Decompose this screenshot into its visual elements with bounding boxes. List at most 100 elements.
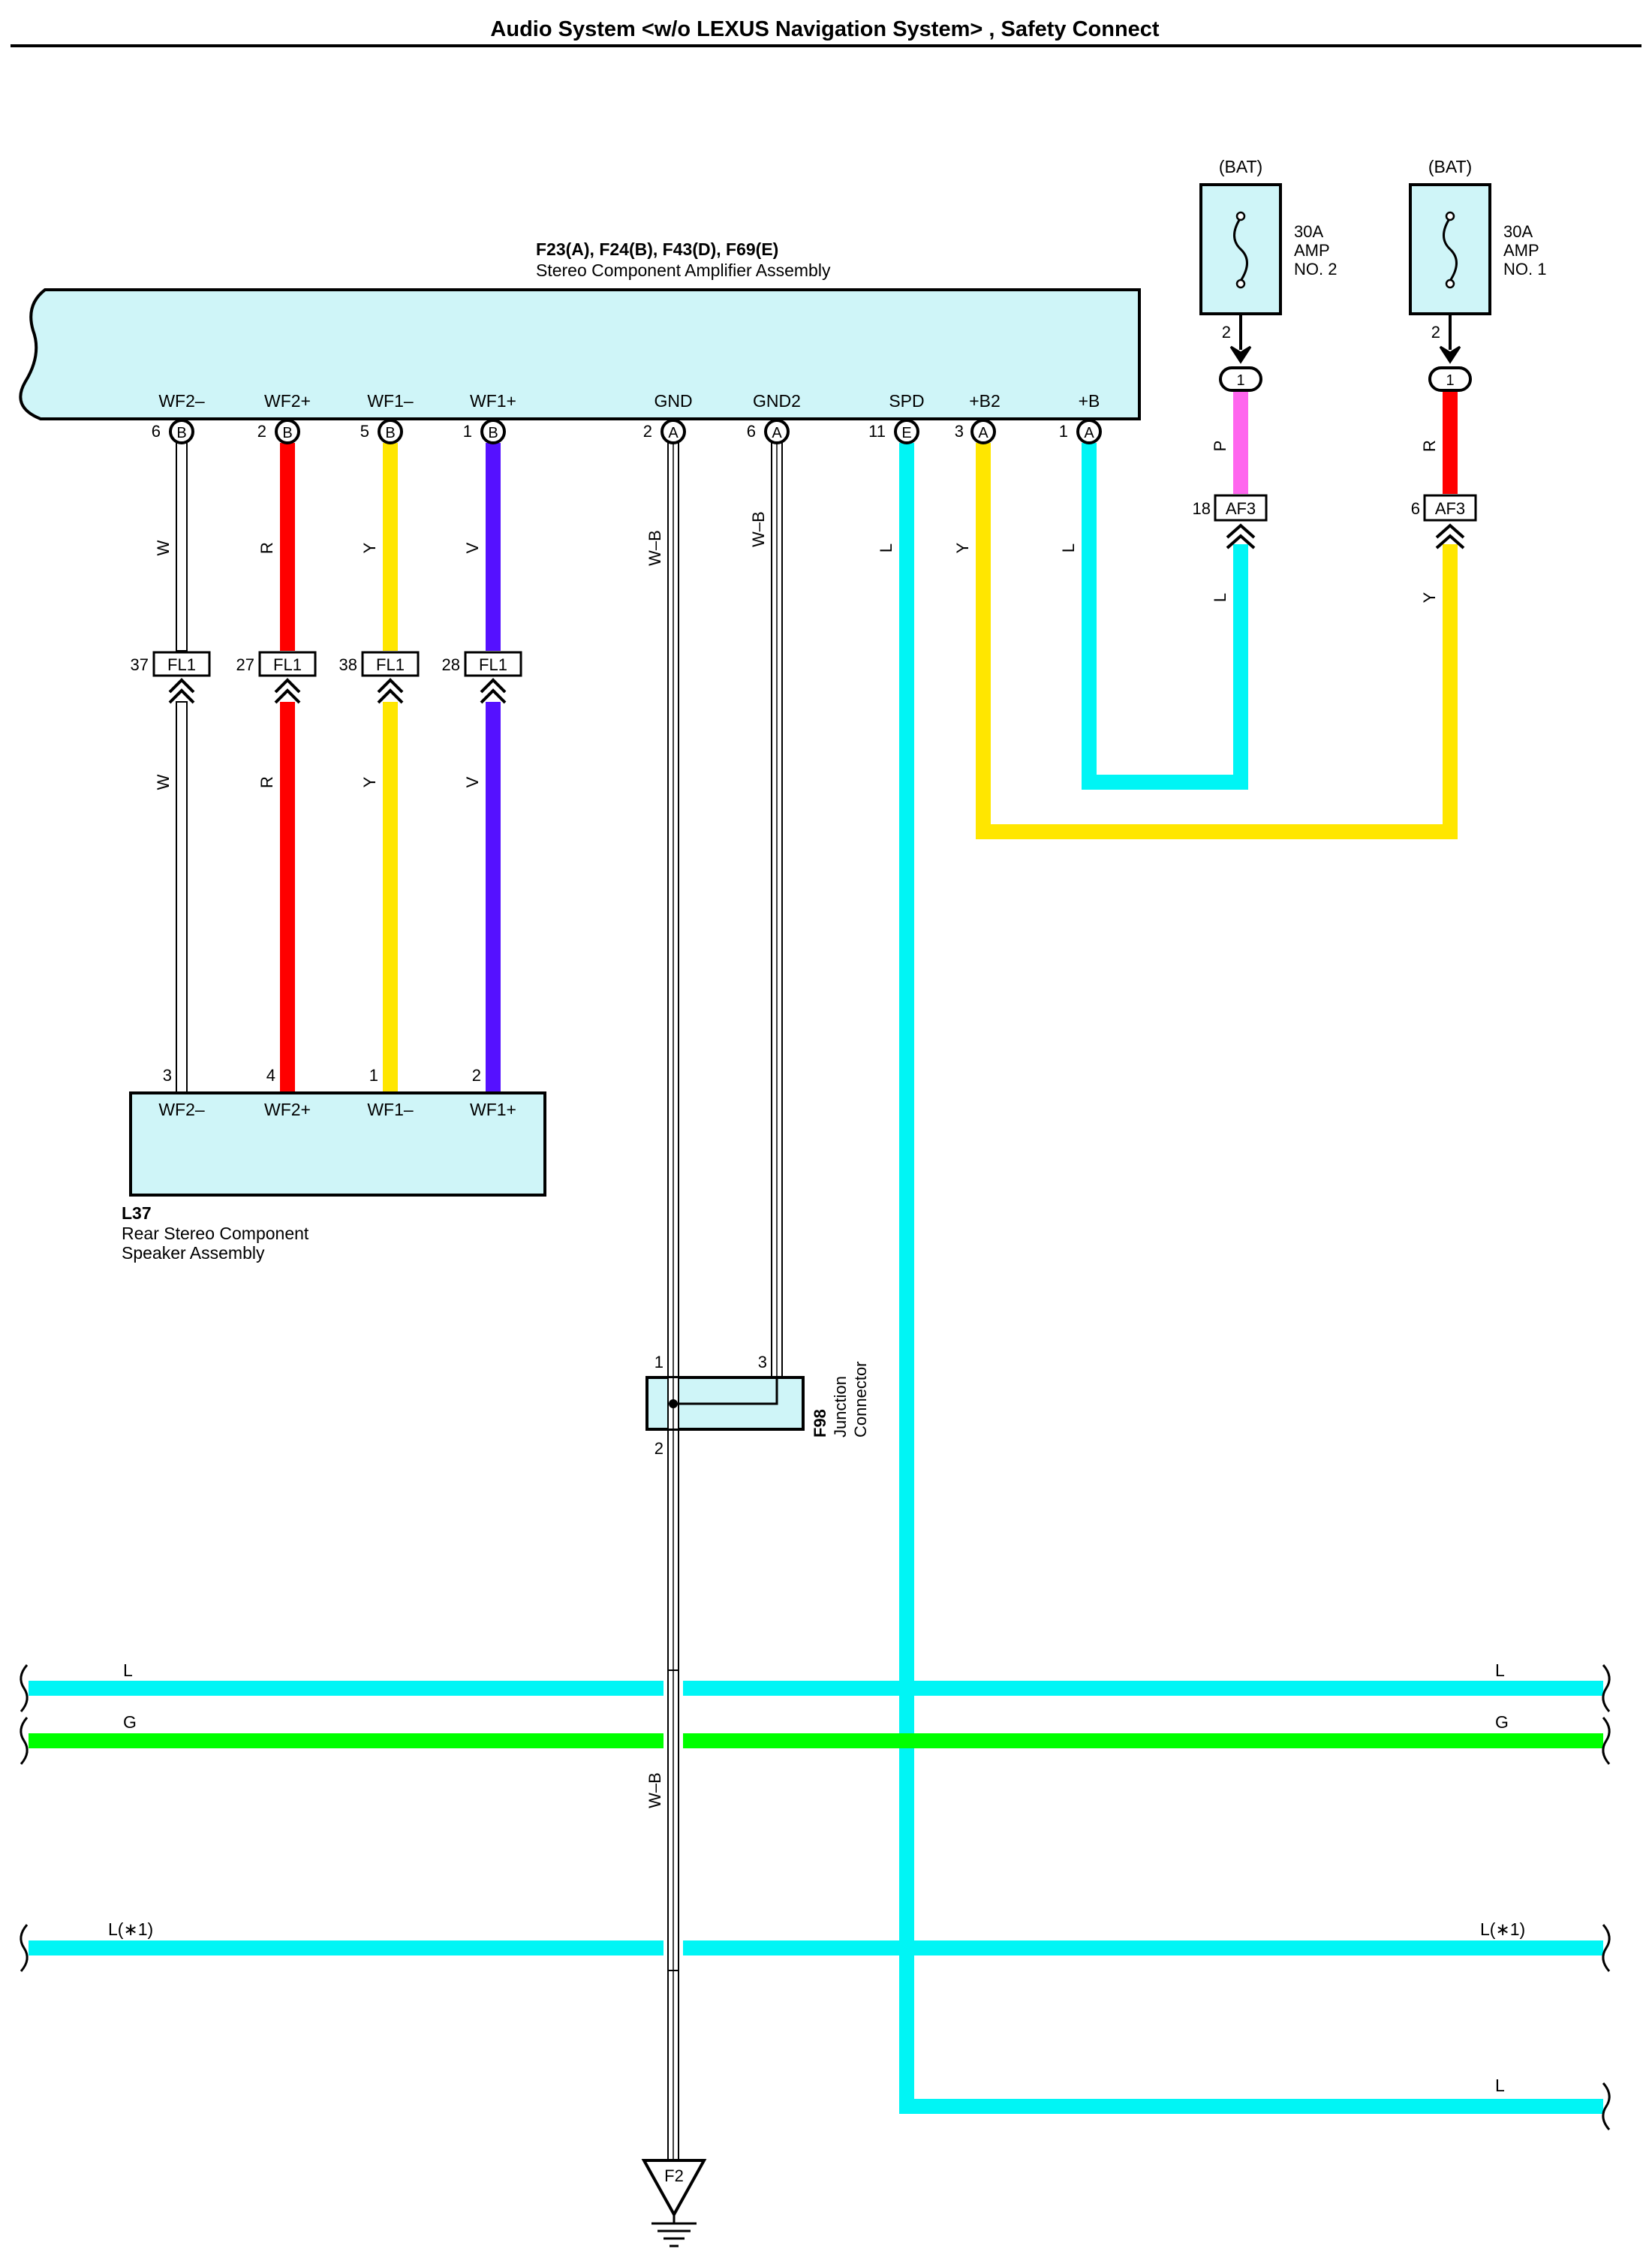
wire-code-w-lower: W [154, 774, 173, 790]
wire-wf1-plus-lower-v [486, 702, 501, 1092]
amp-pin-7: SPD 11 E [868, 391, 925, 444]
wire-b2-y-vertical [976, 443, 991, 839]
wire-wf2-minus-upper-w [176, 442, 188, 652]
amp-pin-4: WF1+ 1 B [463, 391, 516, 444]
fuse-connector [1219, 366, 1262, 392]
af3-connector-6: 6 AF3 [1411, 494, 1477, 549]
wire-code-w-upper: W [154, 540, 173, 555]
junction-id: F98 [811, 1409, 829, 1438]
amp-pin-label: GND2 [753, 391, 801, 411]
amp-pin-marker [1076, 419, 1102, 444]
af3-connector-18: 18 AF3 [1193, 494, 1268, 549]
amplifier-connectors: F23(A), F24(B), F43(D), F69(E) [536, 239, 778, 259]
junction-pin-3: 3 [758, 1353, 767, 1371]
junction-name-line2: Connector [851, 1361, 870, 1438]
amp-pin-3: WF1– 5 B [360, 391, 414, 444]
amp-pin-label: WF2– [158, 391, 205, 411]
fl1-box [464, 651, 522, 677]
amp-pin-connector: B [385, 425, 395, 441]
amp-pin-connector: A [978, 425, 988, 441]
wire-wf2-minus-lower-w [176, 701, 188, 1093]
speaker-pin-number: 4 [266, 1066, 275, 1085]
amp-pin-marker [378, 419, 403, 444]
wire-wf1-minus-upper-y [383, 443, 398, 651]
speaker-name-line1: Rear Stereo Component [122, 1224, 309, 1243]
ground-triangle [641, 2159, 707, 2218]
af3-pin: 18 [1193, 499, 1211, 518]
fuse-rating: 30A [1503, 222, 1533, 241]
amp-pin-2: WF2+ 2 B [257, 391, 311, 444]
amp-pin-number: 5 [360, 422, 369, 441]
wire-wf1-minus-lower-y [383, 702, 398, 1092]
fl1-box [258, 651, 317, 677]
amp-pin-label: SPD [889, 391, 924, 411]
junction-dot [669, 1399, 678, 1408]
bus-g-label-right: G [1495, 1712, 1509, 1732]
amp-pin-marker [480, 419, 506, 444]
fuse-terminal [1235, 211, 1246, 221]
af3-box [1423, 494, 1477, 522]
amp-pin-9: +B 1 A [1059, 391, 1102, 444]
amp-pin-label: GND [654, 391, 692, 411]
fuse-connector-pin: 1 [1236, 372, 1244, 389]
fuse-amp-no2: (BAT) 30A AMP NO. 2 2 1 [1199, 157, 1337, 392]
wire-code-af3-18-l: L [1211, 593, 1229, 602]
junction-name-line1: Junction [831, 1376, 850, 1438]
speaker-pin-label: WF2+ [264, 1100, 311, 1119]
fuse-icon [1443, 217, 1458, 282]
amp-pin-label: WF1+ [470, 391, 516, 411]
amp-pin-label: WF1– [367, 391, 414, 411]
wire-code-b2-y: Y [953, 542, 972, 553]
bus-l1-label-right: L(∗1) [1480, 1919, 1525, 1939]
fl1-label: FL1 [376, 655, 405, 674]
wire-code-v-upper: V [463, 542, 482, 553]
fl1-connector-2: 27 FL1 [236, 651, 317, 704]
wire-code-fuse2-p: P [1211, 441, 1229, 452]
amp-pin-number: 11 [868, 422, 886, 441]
fl1-chevron-icon [480, 678, 507, 704]
fuse-connector-pin: 1 [1446, 372, 1454, 389]
amp-pin-connector: B [176, 425, 186, 441]
amp-pin-5: GND 2 A [643, 391, 693, 444]
af3-chevron-icon [1226, 523, 1256, 549]
wire-code-gnd-wb-lower: W–B [645, 1772, 664, 1808]
amp-pin-label: +B2 [969, 391, 1001, 411]
amp-pin-6: GND2 6 A [747, 391, 801, 444]
wire-code-spd-l: L [877, 543, 895, 552]
fuse-arrow-icon [1229, 345, 1252, 364]
fl1-pin: 37 [131, 655, 149, 674]
bus-l-line [29, 1681, 1603, 1696]
fl1-connector-1: 37 FL1 [131, 651, 211, 704]
speaker-pin-number: 2 [472, 1066, 481, 1085]
amp-pin-connector: B [282, 425, 292, 441]
af3-pin: 6 [1411, 499, 1420, 518]
fl1-connector-4: 28 FL1 [442, 651, 522, 704]
page-title: Audio System <w/o LEXUS Navigation Syste… [490, 17, 1160, 41]
bus-ends [20, 1664, 1611, 2130]
wire-code-v-lower: V [463, 776, 482, 787]
fl1-label: FL1 [479, 655, 507, 674]
wire-af3-18-l [1233, 544, 1248, 790]
amp-pin-number: 6 [747, 422, 756, 441]
wire-spd-l-horizontal [899, 2099, 1603, 2114]
fuse-box [1199, 183, 1282, 315]
fl1-pin: 28 [442, 655, 460, 674]
amp-pin-marker [894, 419, 919, 444]
fuse-source: (BAT) [1428, 157, 1472, 176]
amp-pin-number: 6 [152, 422, 161, 441]
speaker-pin-number: 1 [369, 1066, 378, 1085]
fl1-box [152, 651, 211, 677]
wire-code-b-l: L [1059, 543, 1078, 552]
wire-code-r-upper: R [257, 542, 276, 554]
fuse-terminal [1235, 278, 1246, 289]
fuse-connector [1428, 366, 1472, 392]
amp-pin-marker [660, 419, 686, 444]
fuse-line3: NO. 2 [1294, 260, 1337, 278]
wire-af3-6-y [1443, 544, 1458, 839]
fuse-terminal [1445, 211, 1455, 221]
fuse-pin: 2 [1431, 323, 1440, 342]
speaker-id: L37 [122, 1203, 152, 1223]
wire-code-af3-6-y: Y [1420, 592, 1439, 603]
speaker-assembly: 3 4 1 2 WF2– WF2+ WF1– WF1+ L37 Rear Ste… [122, 1066, 546, 1263]
